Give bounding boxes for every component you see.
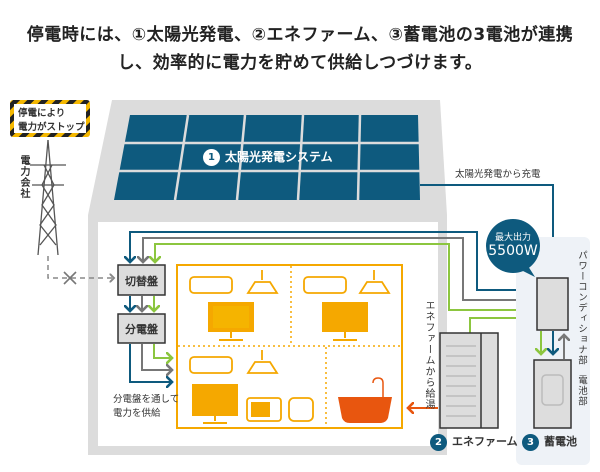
grid-line-cut xyxy=(47,256,114,278)
title-line-1: 停電時には、①太陽光発電、②エネファーム、③蓄電池の3電池が連携 xyxy=(26,25,574,45)
enefarm-hot-water-label: エネファームから給湯 xyxy=(423,300,434,410)
enefarm-unit xyxy=(439,332,499,429)
enefarm-number: 2 xyxy=(430,433,447,451)
tv-icon xyxy=(208,302,254,341)
power-tower-icon xyxy=(30,139,66,256)
supply-note-2: 電力を供給 xyxy=(113,408,161,419)
title-line-2: し、効率的に電力を貯めて供給しつづけます。 xyxy=(117,53,483,73)
warning-text-1: 停電により xyxy=(18,108,66,119)
switch-panel xyxy=(117,264,166,296)
distribution-panel xyxy=(117,313,166,344)
air-conditioner-icon xyxy=(303,276,347,294)
power-company-label: 電力会社 xyxy=(18,155,29,199)
battery-unit-label: 電池部 xyxy=(576,375,587,407)
tv-icon xyxy=(192,384,238,424)
power-conditioner-label: パワーコンディショナ部 xyxy=(576,250,587,366)
air-conditioner-icon xyxy=(189,356,233,374)
bathtub-icon xyxy=(338,377,392,423)
microwave-icon xyxy=(246,397,282,422)
battery-number: 3 xyxy=(522,433,539,451)
battery-label: 3 蓄電池 xyxy=(522,433,577,451)
lamp-icon xyxy=(246,350,279,374)
charge-label: 太陽光発電から充電 xyxy=(455,169,541,180)
solar-panels xyxy=(114,114,420,201)
power-conditioner xyxy=(536,277,569,331)
max-output-bubble xyxy=(486,219,540,277)
enefarm-label-text: エネファーム xyxy=(452,435,518,448)
tv-icon xyxy=(322,302,368,341)
supply-note-1: 分電盤を通して xyxy=(113,394,180,405)
solar-number: 1 xyxy=(203,149,220,166)
enefarm-label: 2 エネファーム xyxy=(430,433,518,451)
solar-label-text: 太陽光発電システム xyxy=(225,150,333,164)
distribution-panel-label: 分電盤 xyxy=(125,323,158,336)
solar-label: 1 太陽光発電システム xyxy=(203,148,333,166)
bubble-line-2: 5500W xyxy=(488,243,538,259)
switch-panel-label: 切替盤 xyxy=(125,275,158,288)
rooms xyxy=(176,264,403,429)
lamp-icon xyxy=(246,270,279,294)
air-conditioner-icon xyxy=(189,276,233,294)
bubble-line-1: 最大出力 xyxy=(494,233,531,243)
battery-label-text: 蓄電池 xyxy=(544,435,577,448)
battery-unit xyxy=(533,359,572,429)
warning-text-2: 電力がストップ xyxy=(18,122,85,133)
rice-cooker-icon xyxy=(288,397,314,422)
lamp-icon xyxy=(358,270,391,294)
cut-x-icon xyxy=(63,271,77,285)
